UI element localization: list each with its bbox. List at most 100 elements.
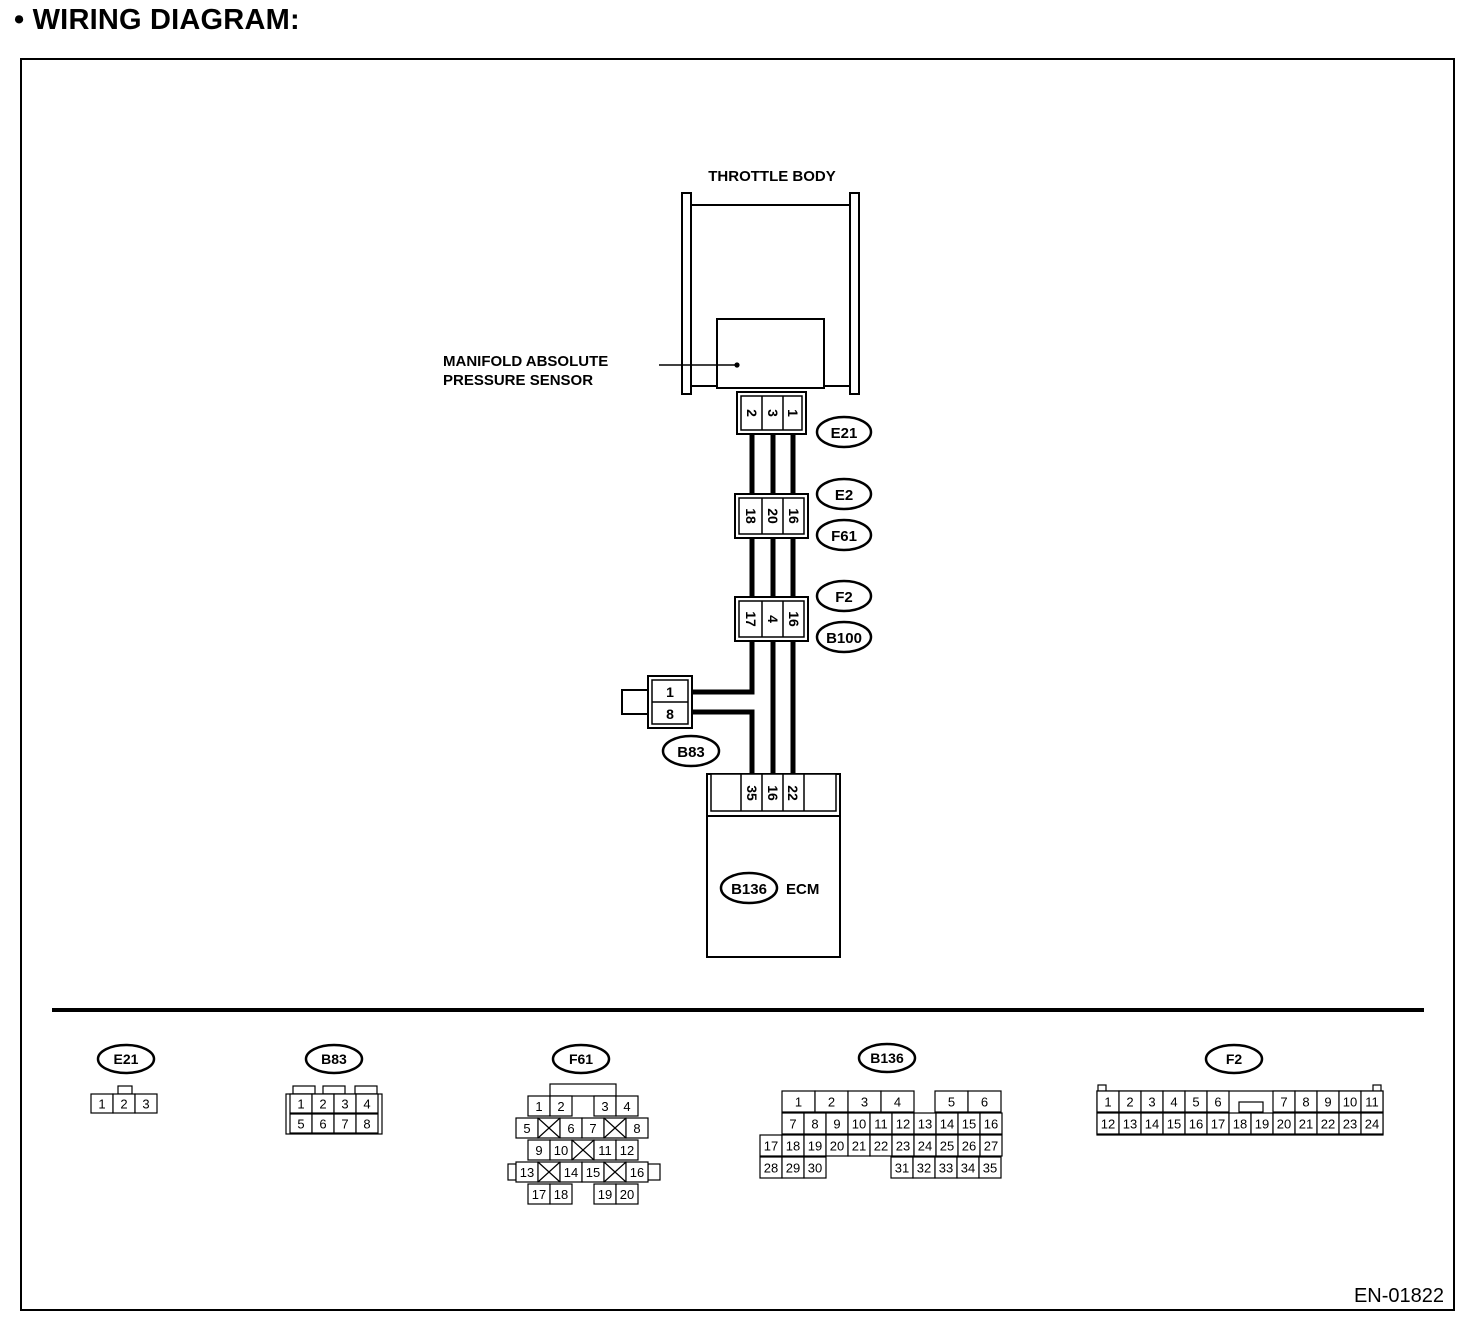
f2-face-pin: 18 [1228, 1112, 1252, 1135]
svg-text:16: 16 [630, 1165, 644, 1180]
svg-text:2: 2 [319, 1097, 326, 1112]
svg-text:4: 4 [363, 1097, 370, 1112]
e2-f61-pin: 16 [786, 508, 802, 524]
f2-face-pin: 1 [1096, 1090, 1120, 1113]
e21-pin: 1 [785, 409, 801, 417]
f2-face-pin: 17 [1206, 1112, 1230, 1135]
b136-face-pin: 3 [847, 1090, 882, 1113]
svg-text:8: 8 [1302, 1095, 1309, 1110]
b136-face-pin: 21 [847, 1134, 871, 1157]
svg-text:23: 23 [896, 1139, 910, 1154]
b136-face-pin: 8 [803, 1112, 827, 1135]
b136-face-pin: 33 [934, 1156, 958, 1179]
svg-text:10: 10 [852, 1117, 866, 1132]
tag-e21: E21 [815, 415, 873, 449]
svg-text:7: 7 [789, 1117, 796, 1132]
svg-text:9: 9 [833, 1117, 840, 1132]
svg-text:14: 14 [564, 1165, 578, 1180]
svg-text:1: 1 [795, 1095, 802, 1110]
svg-text:17: 17 [1211, 1117, 1225, 1132]
f2-face-pin: 8 [1294, 1090, 1318, 1113]
f2-face-pin: 6 [1206, 1090, 1230, 1113]
svg-text:5: 5 [523, 1121, 530, 1136]
f61-face-pin: 19 [593, 1183, 617, 1205]
f61-face-pin: 12 [615, 1139, 639, 1161]
b83-pin: 1 [666, 684, 674, 700]
f2-face-pin: 19 [1250, 1112, 1274, 1135]
f61-face-blank [571, 1139, 595, 1161]
svg-text:B136: B136 [870, 1050, 904, 1066]
b136-face-pin: 1 [781, 1090, 816, 1113]
svg-text:20: 20 [620, 1187, 634, 1202]
b83-face-pin: 5 [289, 1113, 313, 1134]
svg-text:15: 15 [586, 1165, 600, 1180]
tag-b136: B136 [719, 871, 779, 905]
svg-text:26: 26 [962, 1139, 976, 1154]
b136-face-pin: 19 [803, 1134, 827, 1157]
f2-face-title: F2 [1204, 1043, 1264, 1075]
svg-text:8: 8 [633, 1121, 640, 1136]
f2-face-pin: 21 [1294, 1112, 1318, 1135]
svg-text:F2: F2 [1226, 1051, 1243, 1067]
svg-text:16: 16 [984, 1117, 998, 1132]
svg-text:27: 27 [984, 1139, 998, 1154]
f61-face-pin: 7 [581, 1117, 605, 1139]
f2-face-pin: 10 [1338, 1090, 1362, 1113]
svg-text:10: 10 [1343, 1095, 1357, 1110]
b136-pin: 35 [744, 785, 760, 801]
b136-face-pin: 10 [847, 1112, 871, 1135]
wire-harness [690, 432, 796, 774]
e21-face-pin: 2 [112, 1093, 136, 1114]
svg-text:10: 10 [554, 1143, 568, 1158]
f2-face-pin: 9 [1316, 1090, 1340, 1113]
svg-text:28: 28 [764, 1161, 778, 1176]
b136-face-pin: 25 [935, 1134, 959, 1157]
throttle-body-label: THROTTLE BODY [708, 168, 836, 185]
svg-text:B100: B100 [826, 630, 862, 647]
b136-face-pin: 35 [978, 1156, 1002, 1179]
f61-face-pin: 10 [549, 1139, 573, 1161]
svg-text:1: 1 [98, 1097, 105, 1112]
svg-text:21: 21 [1299, 1117, 1313, 1132]
b83-connector: 1 8 [621, 675, 693, 729]
svg-text:7: 7 [341, 1117, 348, 1132]
b136-face-title: B136 [857, 1042, 917, 1074]
e21-face-title: E21 [96, 1043, 156, 1075]
ecm-unit: 35 16 22 ECM [706, 773, 841, 958]
f61-face-pin: 13 [515, 1161, 539, 1183]
svg-text:32: 32 [917, 1161, 931, 1176]
svg-text:29: 29 [786, 1161, 800, 1176]
b83-face-pin: 3 [333, 1093, 357, 1114]
svg-text:2: 2 [1126, 1095, 1133, 1110]
svg-text:6: 6 [567, 1121, 574, 1136]
svg-text:13: 13 [918, 1117, 932, 1132]
svg-text:23: 23 [1343, 1117, 1357, 1132]
f2-face-pin: 13 [1118, 1112, 1142, 1135]
b136-face-pin: 4 [880, 1090, 915, 1113]
f2-face-pin: 3 [1140, 1090, 1164, 1113]
b136-face-pin: 5 [934, 1090, 969, 1113]
b136-face-pin: 28 [759, 1156, 783, 1179]
tag-e2: E2 [815, 477, 873, 511]
svg-text:E21: E21 [831, 425, 858, 442]
figure-number: EN-01822 [1353, 1285, 1444, 1307]
e2-f61-pin: 20 [765, 508, 781, 524]
svg-text:14: 14 [1145, 1117, 1159, 1132]
b83-face-pin: 2 [311, 1093, 335, 1114]
svg-text:4: 4 [623, 1099, 630, 1114]
tag-f61: F61 [815, 518, 873, 552]
b136-face-pin: 2 [814, 1090, 849, 1113]
svg-text:13: 13 [1123, 1117, 1137, 1132]
f61-face-blank [537, 1117, 561, 1139]
svg-text:12: 12 [620, 1143, 634, 1158]
svg-text:2: 2 [557, 1099, 564, 1114]
svg-text:20: 20 [830, 1139, 844, 1154]
svg-text:8: 8 [363, 1117, 370, 1132]
b136-face-pin: 9 [825, 1112, 849, 1135]
f2-face-pin: 5 [1184, 1090, 1208, 1113]
svg-text:18: 18 [786, 1139, 800, 1154]
svg-text:35: 35 [983, 1161, 997, 1176]
f61-face-pin: 9 [527, 1139, 551, 1161]
sensor-label-line1: MANIFOLD ABSOLUTE [443, 353, 608, 370]
